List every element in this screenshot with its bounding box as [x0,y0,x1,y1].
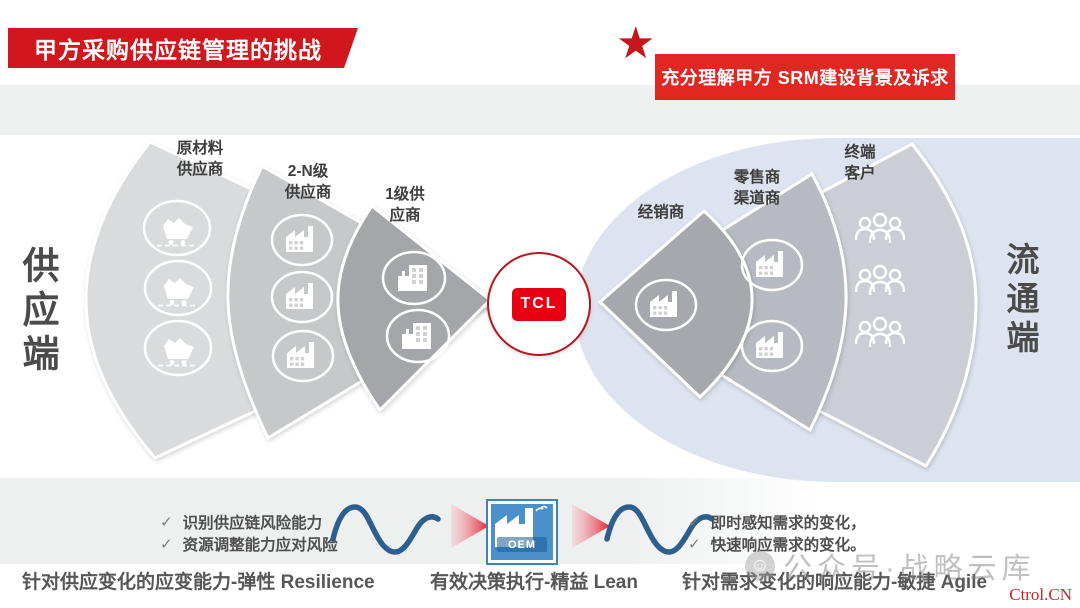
check-text: 资源调整能力应对风险 [182,537,338,554]
caption-resilience: 针对供应变化的应变能力-弹性 Resilience [22,572,375,593]
check-icon: ✓ [688,514,701,531]
check-icon: ✓ [160,514,173,531]
tcl-logo-circle: TCL [487,252,591,356]
supply-side-label: 供应端 [17,246,58,378]
fan-label-distributors: 经销商 [637,204,685,221]
callout-text: 充分理解甲方 SRM建设背景及诉求 [661,68,949,88]
caption-lean: 有效决策执行-精益 Lean [430,572,638,593]
fan-tier-1-suppliers [336,203,493,413]
page-title: 甲方采购供应链管理的挑战 [34,37,322,63]
list-item: ✓ 识别供应链风险能力 [160,511,338,533]
arrow-right-icon [451,504,489,548]
fan-label-retailers: 零售商 渠道商 [733,169,781,207]
star-icon: ★ [616,19,656,68]
fan-label-end-customers: 终端 客户 [844,144,876,182]
supply-checklist: ✓ 识别供应链风险能力 ✓ 资源调整能力应对风险 [160,511,338,555]
wechat-icon: ☺ [745,551,775,581]
fan-label-tier-2n: 2-N级 供应商 [284,163,332,201]
check-text: 即时感知需求的变化， [710,515,866,532]
fan-label-tier-1: 1级供 应商 [385,186,425,224]
title-banner: 甲方采购供应链管理的挑战 [8,28,358,68]
distribution-side-label: 流通端 [1002,242,1039,359]
fan-label-raw-material: 原材料 供应商 [176,140,224,178]
check-text: 识别供应链风险能力 [182,515,323,532]
watermark-text: 公众号·战略云库 [783,553,1036,585]
caption-agile: 针对需求变化的响应能力-敏捷 Agile [682,572,988,593]
demand-wave-icon [604,504,715,555]
list-item: ✓ 快速响应需求的变化。 [688,533,866,555]
tcl-logo: TCL [512,287,566,321]
check-icon: ✓ [688,536,701,553]
arrow-right-icon [572,504,610,548]
callout-box: 充分理解甲方 SRM建设背景及诉求 [655,54,955,100]
watermark: ☺ 公众号·战略云库 [745,545,1036,587]
check-icon: ✓ [160,536,173,553]
check-text: 快速响应需求的变化。 [710,537,866,554]
oem-label: OEM [497,537,547,552]
list-item: ✓ 资源调整能力应对风险 [160,533,338,555]
demand-checklist: ✓ 即时感知需求的变化， ✓ 快速响应需求的变化。 [688,511,866,555]
list-item: ✓ 即时感知需求的变化， [688,511,866,533]
oem-factory-icon: OEM [486,499,558,565]
demand-wave-icon [330,504,441,555]
brand-watermark: Ctrol.CN [1009,585,1072,604]
